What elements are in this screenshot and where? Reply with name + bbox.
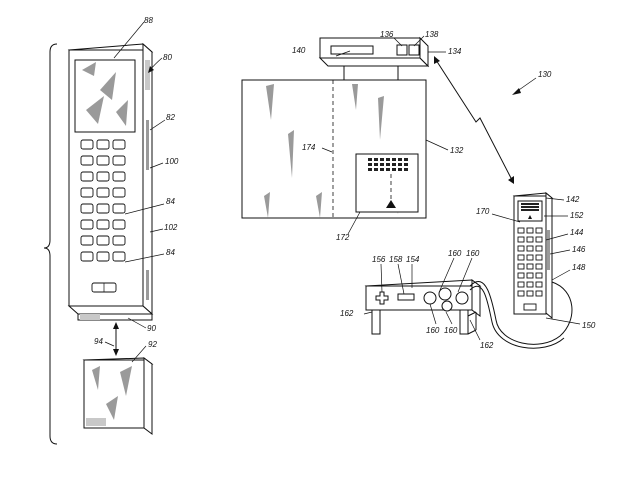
ref-136: 136 xyxy=(380,30,394,39)
action-button-d xyxy=(455,291,469,305)
ref-100: 100 xyxy=(165,157,179,166)
action-button-a xyxy=(423,291,437,305)
ref-84a: 84 xyxy=(166,197,175,206)
mini-keypad xyxy=(517,227,543,297)
ref-90: 90 xyxy=(147,324,156,333)
ref-160d: 160 xyxy=(444,326,458,335)
ref-156: 156 xyxy=(372,255,386,264)
ref-132: 132 xyxy=(450,146,464,155)
ref-160a: 160 xyxy=(448,249,462,258)
ref-146: 146 xyxy=(572,245,586,254)
ref-162b: 162 xyxy=(480,341,494,350)
ref-94: 94 xyxy=(94,337,103,346)
ref-148: 148 xyxy=(572,263,586,272)
ref-172: 172 xyxy=(336,233,350,242)
remote-handheld xyxy=(512,191,554,320)
ref-80: 80 xyxy=(163,53,172,62)
ref-160c: 160 xyxy=(426,326,440,335)
wireless-link xyxy=(435,59,513,181)
ref-154: 154 xyxy=(406,255,420,264)
ref-102: 102 xyxy=(164,223,178,232)
ref-170: 170 xyxy=(476,207,490,216)
ref-144: 144 xyxy=(570,228,584,237)
ref-88: 88 xyxy=(144,16,153,25)
game-controller xyxy=(364,279,482,335)
ref-152: 152 xyxy=(570,211,584,220)
display-panel xyxy=(241,79,427,219)
ref-140: 140 xyxy=(292,46,306,55)
memory-module xyxy=(82,357,154,435)
invader-grid xyxy=(368,158,408,171)
ref-130: 130 xyxy=(538,70,552,79)
base-station xyxy=(318,36,430,80)
ref-158: 158 xyxy=(389,255,403,264)
select-button xyxy=(397,293,415,301)
ref-150: 150 xyxy=(582,321,596,330)
ref-174: 174 xyxy=(302,143,316,152)
left-brace xyxy=(43,43,58,445)
ref-160b: 160 xyxy=(466,249,480,258)
mini-invader-grid xyxy=(521,203,539,211)
action-button-c xyxy=(441,300,453,312)
ref-84b: 84 xyxy=(166,248,175,257)
ref-134: 134 xyxy=(448,47,462,56)
keypad xyxy=(80,139,126,262)
ref-82: 82 xyxy=(166,113,175,122)
ref-138: 138 xyxy=(425,30,439,39)
controller-cable xyxy=(469,281,573,345)
dpad-icon xyxy=(375,291,389,305)
ref-142: 142 xyxy=(566,195,580,204)
ref-92: 92 xyxy=(148,340,157,349)
ref-162a: 162 xyxy=(340,309,354,318)
game-screen xyxy=(355,153,419,213)
handheld-device xyxy=(67,42,154,321)
action-button-b xyxy=(438,287,452,301)
